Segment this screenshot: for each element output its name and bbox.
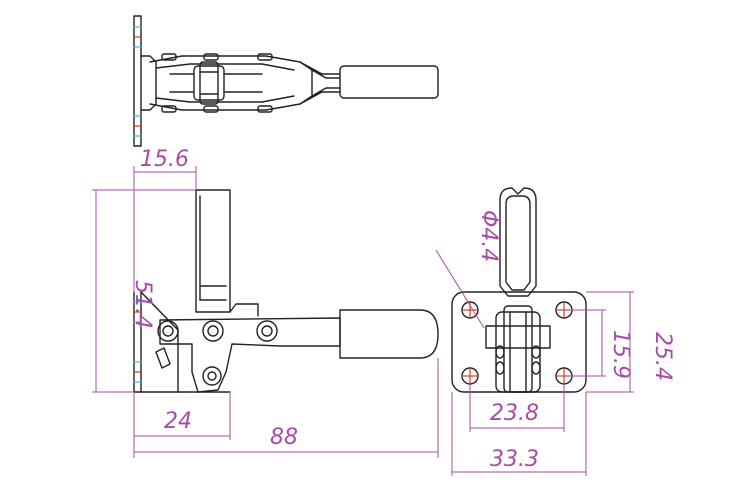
top-view-rivet	[257, 105, 273, 113]
top-view-handle-neck	[299, 61, 341, 105]
top-view-spindle-block	[193, 65, 225, 101]
front-view-mounting-holes	[461, 301, 573, 385]
top-view-spindle	[199, 61, 219, 105]
dim-hole-spacing-vertical: 15.9	[608, 330, 633, 379]
top-view-inner-plates	[155, 63, 295, 103]
front-view-rivets	[495, 345, 541, 375]
front-view	[451, 187, 587, 393]
top-view-body	[149, 55, 313, 111]
dimensions: 15.6 51.4 24 88 Φ4.4 23.8 33.3 15.9	[92, 147, 675, 476]
top-view-rivet	[161, 105, 177, 113]
dim-top-offset: 15.6	[140, 147, 189, 172]
side-view-lever-tab	[229, 303, 259, 317]
top-view-base	[140, 55, 157, 111]
side-view-pivots	[157, 320, 278, 386]
side-view-hole-marks	[133, 301, 142, 383]
side-view-handle-grip	[339, 309, 439, 359]
dim-height: 51.4	[130, 280, 155, 329]
dim-overall-length: 88	[270, 425, 298, 450]
top-view	[133, 15, 439, 147]
front-view-base-plate	[451, 291, 587, 393]
top-view-flange	[133, 15, 142, 147]
front-view-body	[495, 311, 541, 393]
top-view-rivet	[203, 53, 219, 61]
side-view-stop	[155, 347, 171, 369]
side-view-arm	[159, 317, 341, 393]
dim-base-height: 25.4	[650, 332, 675, 381]
dim-hole-diameter: Φ4.4	[476, 210, 501, 262]
side-view	[133, 189, 439, 393]
side-view-spindle	[195, 189, 231, 313]
top-view-rivet	[203, 105, 219, 113]
dim-pivot-offset: 24	[164, 409, 192, 434]
dim-base-width: 33.3	[490, 447, 539, 472]
top-view-hole-marks	[133, 26, 142, 137]
top-view-handle-grip	[339, 65, 439, 99]
front-view-spindle-loop	[499, 187, 537, 297]
top-view-rivet	[257, 53, 273, 61]
dim-hole-spacing-horizontal: 23.8	[490, 401, 539, 426]
front-view-cross-block	[485, 325, 551, 349]
top-view-rivet	[161, 53, 177, 61]
